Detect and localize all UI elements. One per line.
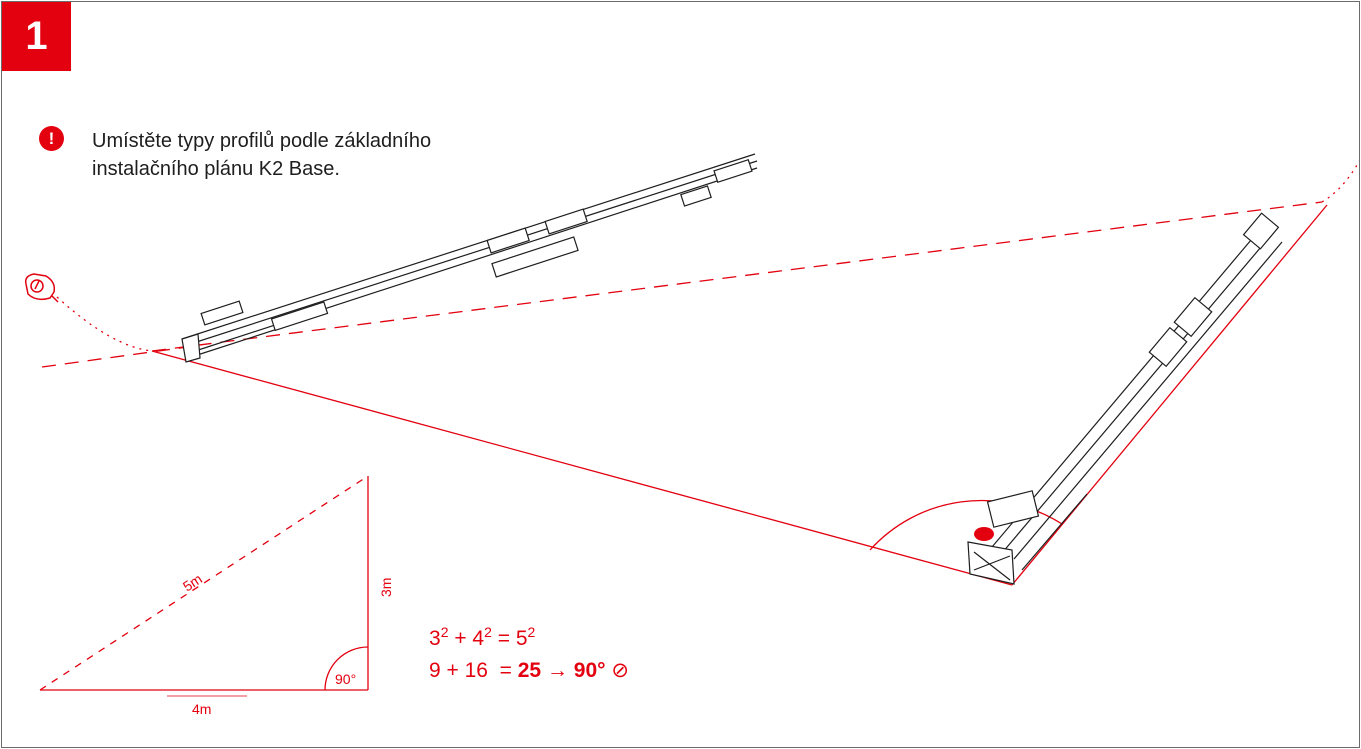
result-value: 25	[517, 659, 542, 682]
angle-label: 90°	[335, 671, 356, 687]
triangle-hypotenuse	[39, 475, 369, 691]
result-angle: 90°	[573, 659, 606, 682]
right-triangle	[39, 475, 369, 697]
step-number-badge: 1	[2, 2, 71, 71]
solid-line-right	[1011, 204, 1328, 586]
arrow-icon: →	[541, 659, 574, 682]
exclamation-icon: !	[39, 126, 64, 151]
pythagoras-equation: 32 + 42 = 52	[429, 624, 536, 650]
solid-line-bottom	[151, 350, 1013, 586]
check-circle-icon: ⊘	[605, 659, 629, 682]
marker-dot	[974, 527, 994, 541]
profile-rail-right	[967, 212, 1283, 585]
instruction-line-2: instalačního plánu K2 Base.	[92, 158, 340, 180]
hypotenuse-label: 5m	[180, 571, 205, 595]
instruction-note: Umístěte typy profilů podle základního i…	[92, 127, 572, 183]
layout-lines	[41, 160, 1359, 586]
dotted-string	[56, 296, 153, 352]
string-reel-icon	[24, 273, 59, 303]
base-label: 4m	[192, 701, 211, 717]
pythagoras-result: 9 + 16 = 25 → 90° ⊘	[429, 659, 629, 682]
dotted-string-right	[1321, 160, 1359, 203]
triangle-angle-arc	[324, 646, 369, 691]
profile-rail-top	[181, 153, 758, 363]
dashed-diagonal-line	[151, 201, 1323, 352]
dashed-line-left	[41, 344, 203, 368]
instruction-line-1: Umístěte typy profilů podle základního	[92, 130, 432, 152]
vertical-label: 3m	[378, 578, 394, 597]
